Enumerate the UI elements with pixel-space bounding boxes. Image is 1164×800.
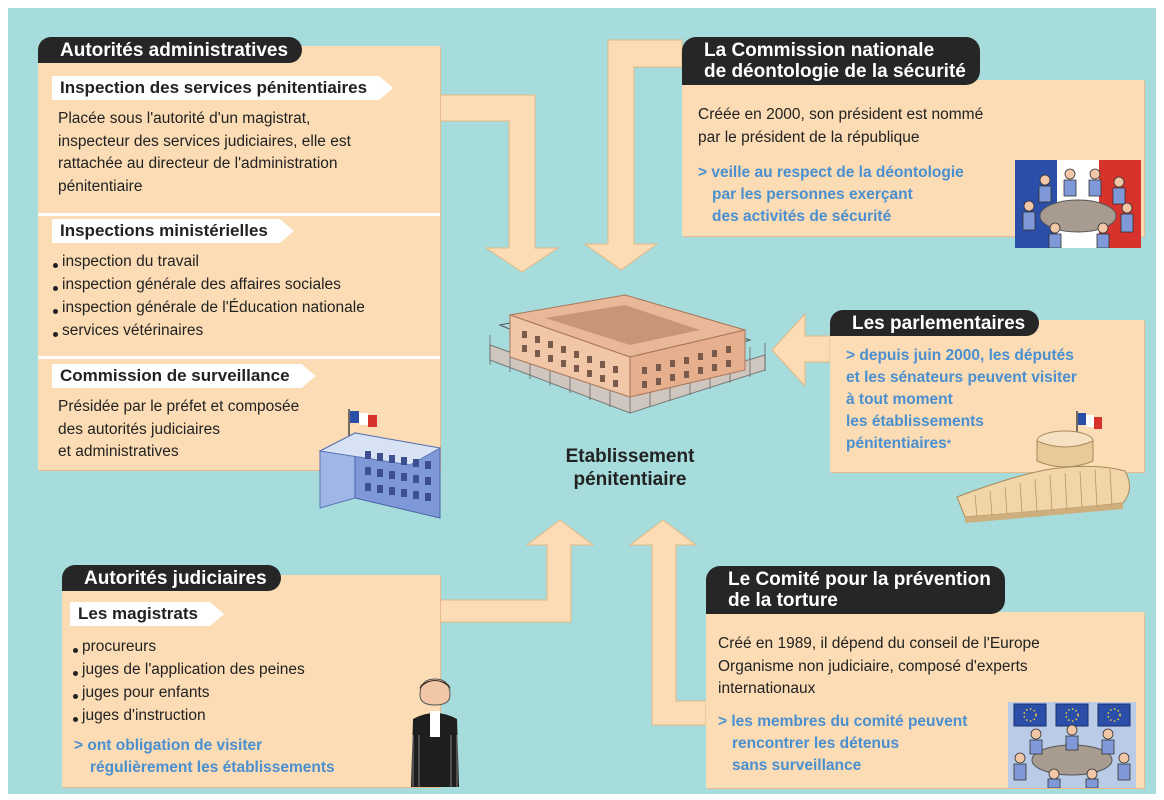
center-label-line: Etablissement [565,446,695,467]
france-flag-icon [350,411,377,427]
note-line: > depuis juin 2000, les députés [846,347,1074,364]
text-line: Placée sous l'autorité d'un magistrat, [58,110,311,127]
judicial-title: Autorités judiciaires [62,565,281,592]
ministerial-inspections-list: inspection du travail inspection général… [52,250,365,342]
cpt-text: Créé en 1989, il dépend du conseil de l'… [718,633,1040,701]
text-line: des autorités judiciaires [58,420,220,438]
text-line: inspecteur des services judiciaires, ell… [58,132,351,150]
text-line: Créée en 2000, son président est nommé [698,106,984,123]
list-item: procureurs [72,635,305,658]
title-line: de déontologie de la sécurité [704,61,966,83]
footnote-asterisk: * [946,438,952,450]
note-line: et les sénateurs peuvent visiter [846,369,1077,386]
note-line: sans surveillance [732,757,862,774]
admin-panel [38,46,440,470]
cnds-text: Créée en 2000, son président est nommé p… [698,104,983,149]
prefecture-building-icon [318,409,442,519]
text-line: internationaux [718,680,816,697]
judicial-section-title: Les magistrats [70,602,224,626]
note-line: rencontrer les détenus [732,735,900,752]
arrow-cnds [583,39,683,271]
arrow-cpt [628,519,707,726]
france-flag-icon [1078,413,1102,429]
cnds-title: La Commission nationale de déontologie d… [682,37,980,85]
cpt-title: Le Comité pour la prévention de la tortu… [706,566,1005,614]
parliament-hemicycle-icon [956,411,1130,523]
admin-section-title: Commission de surveillance [52,364,316,388]
note-line: les établissements [846,413,984,430]
text-line: rattachée au directeur de l'administrati… [58,155,338,172]
title-line: de la torture [728,590,838,612]
section-divider [38,213,440,216]
text-line: par le président de la république [698,128,920,146]
list-item: juges de l'application des peines [72,658,305,681]
text-line: Présidée par le préfet et composée [58,398,300,415]
list-item: services vétérinaires [52,319,365,342]
list-item: inspection générale des affaires sociale… [52,273,365,296]
note-line: > veille au respect de la déontologie [698,164,964,181]
admin-section-title: Inspections ministérielles [52,219,294,243]
prison-building-illustration [489,294,766,414]
text-line: Créé en 1989, il dépend du conseil de l'… [718,635,1040,652]
admin-section-text: Présidée par le préfet et composée des a… [58,396,299,464]
parliament-note: > depuis juin 2000, les députés et les s… [846,345,1077,455]
section-divider [38,356,440,359]
council-of-europe-meeting-icon [1008,702,1136,788]
arrow-parliament [771,312,831,388]
admin-section-text: Placée sous l'autorité d'un magistrat, i… [58,108,351,198]
text-line: pénitentiaire [58,177,143,195]
magistrate-icon [411,678,459,787]
arrow-judicial [439,519,595,623]
admin-title: Autorités administratives [38,37,303,64]
note-line: par les personnes exerçant [712,186,913,203]
list-item: juges pour enfants [72,681,305,704]
judicial-note: > ont obligation de visiter régulièremen… [74,735,335,779]
note-line: > ont obligation de visiter [74,737,263,754]
arrow-admin [439,94,560,273]
title-line: La Commission nationale [704,40,935,61]
note-line: pénitentiaires* [846,433,1077,455]
admin-section-title: Inspection des services pénitentiaires [52,76,393,100]
note-line: régulièrement les établissements [90,759,335,776]
title-line: Le Comité pour la prévention [728,569,991,590]
note-line: des activités de sécurité [712,208,892,225]
center-label: Etablissement pénitentiaire [530,445,730,491]
note-line: > les membres du comité peuvent [718,713,968,730]
list-item: inspection du travail [52,250,365,273]
cnds-note: > veille au respect de la déontologie pa… [698,162,964,228]
parliament-title: Les parlementaires [830,310,1040,337]
center-label-line: pénitentiaire [573,469,687,490]
note-line: à tout moment [846,391,953,408]
text-line: Organisme non judiciaire, composé d'expe… [718,657,1028,675]
text-line: et administratives [58,443,179,460]
magistrates-list: procureurs juges de l'application des pe… [72,635,305,727]
cpt-note: > les membres du comité peuvent rencontr… [718,711,967,777]
list-item: inspection générale de l'Éducation natio… [52,296,365,319]
list-item: juges d'instruction [72,704,305,727]
note-text: pénitentiaires [846,435,947,452]
commission-meeting-icon [1015,160,1141,248]
